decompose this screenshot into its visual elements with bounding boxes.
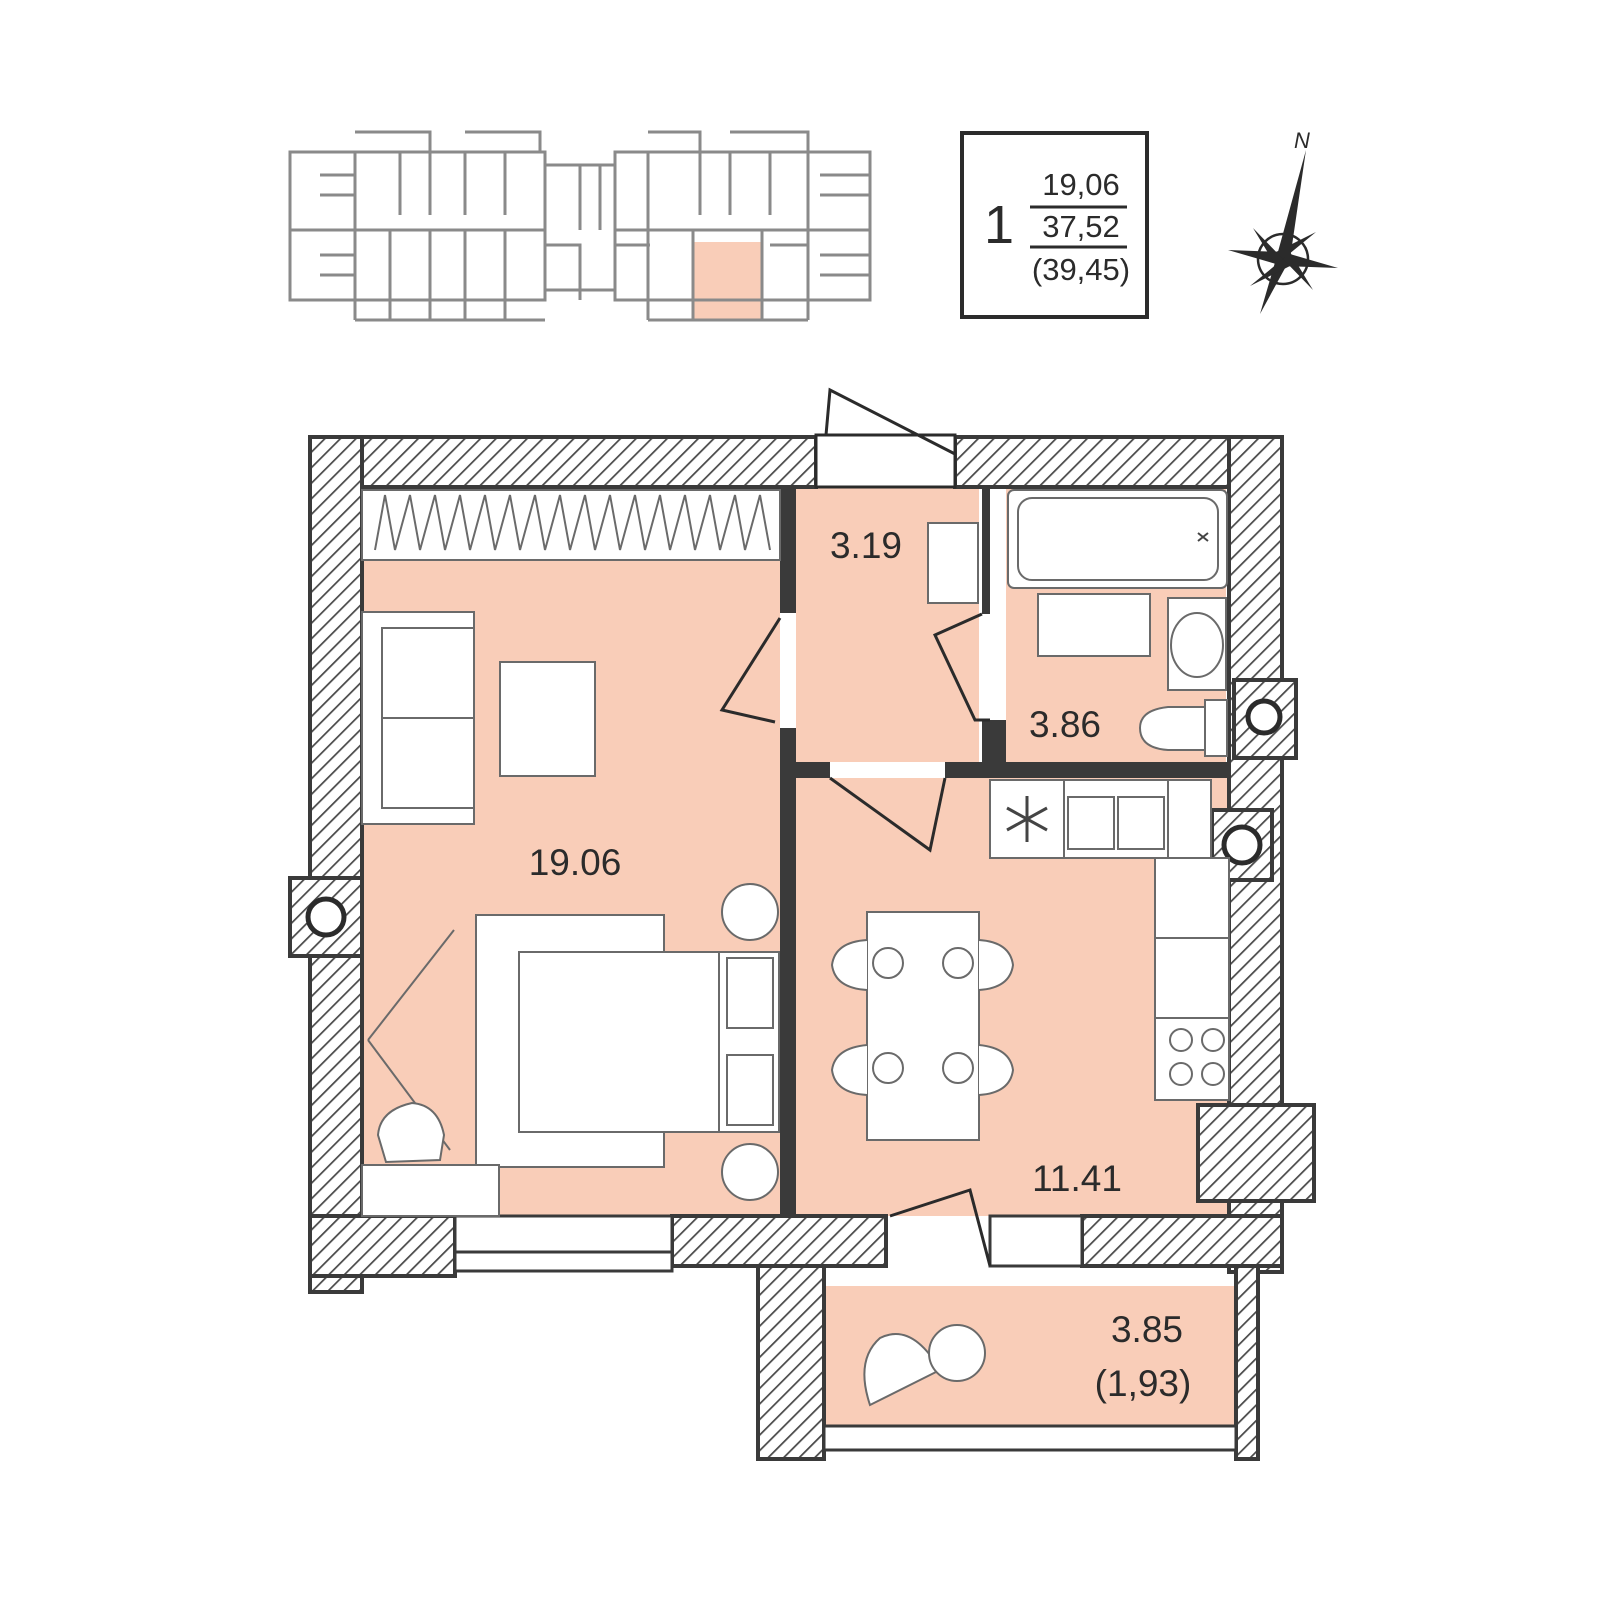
bathroom-fixtures — [1007, 489, 1228, 757]
hallway-cabinet — [927, 522, 979, 604]
coffee-table — [499, 661, 596, 777]
ventilation-shafts — [305, 698, 1283, 938]
chair-icon — [830, 1044, 868, 1096]
counter-side — [1154, 857, 1230, 939]
kitchen-furniture — [830, 779, 1230, 1141]
counter-side-2 — [1154, 937, 1230, 1019]
counter — [1167, 779, 1212, 859]
burner-icon — [1201, 1062, 1225, 1086]
hallway-furniture — [927, 522, 979, 604]
burner-icon — [1169, 1062, 1193, 1086]
room-label-hallway: 3.19 — [830, 525, 902, 566]
snowflake-icon — [1006, 796, 1048, 842]
burner-icon — [1169, 1028, 1193, 1052]
chair-icon — [376, 1101, 446, 1164]
plate-icon — [942, 1052, 974, 1084]
balcony-table-icon — [928, 1324, 986, 1382]
room-label-balcony: 3.85 — [1111, 1309, 1183, 1350]
key-plan — [288, 130, 872, 322]
shaft-icon — [305, 896, 347, 938]
balcony-furniture — [863, 1324, 986, 1407]
nightstand-icon — [721, 1143, 779, 1201]
key-plan-highlight — [693, 242, 762, 320]
north-label: N — [1294, 128, 1310, 153]
living-furniture — [361, 489, 781, 1217]
shaft-icon — [1221, 824, 1263, 866]
chair-icon — [830, 939, 868, 991]
rooms-count: 1 — [984, 195, 1014, 255]
room-label-living: 19.06 — [529, 842, 622, 883]
chair-icon — [978, 939, 1015, 991]
room-labels: 19.06 3.19 3.86 11.41 3.85 (1,93) — [529, 525, 1192, 1404]
burner-icon — [1201, 1028, 1225, 1052]
balcony-rail — [822, 1424, 1238, 1452]
sink-icon — [1170, 612, 1224, 678]
chair-icon — [978, 1044, 1015, 1096]
area-with-balcony: (39,45) — [1032, 252, 1130, 287]
desk — [361, 1164, 500, 1217]
living-window — [453, 1214, 674, 1273]
total-area: 37,52 — [1042, 209, 1120, 244]
kitchen-window — [988, 1214, 1084, 1268]
bath-mat — [1037, 593, 1151, 657]
shaft-icon — [1245, 698, 1283, 736]
dining-table — [866, 911, 980, 1141]
living-area: 19,06 — [1042, 167, 1120, 202]
partitions — [780, 487, 1229, 1216]
plate-icon — [872, 1052, 904, 1084]
compass-icon: N — [1228, 128, 1338, 314]
area-info-box: 1 19,06 37,52 (39,45) — [960, 131, 1149, 319]
room-label-kitchen: 11.41 — [1032, 1158, 1122, 1199]
windows — [453, 1214, 1238, 1452]
toilet-tank — [1204, 699, 1228, 757]
doors — [719, 387, 992, 1267]
nightstand-icon — [721, 883, 779, 941]
plate-icon — [872, 947, 904, 979]
faucet-icon — [1197, 532, 1209, 542]
toilet-icon — [1138, 706, 1206, 751]
plate-icon — [942, 947, 974, 979]
room-label-bathroom: 3.86 — [1029, 704, 1101, 745]
room-sublabel-balcony: (1,93) — [1095, 1363, 1192, 1404]
